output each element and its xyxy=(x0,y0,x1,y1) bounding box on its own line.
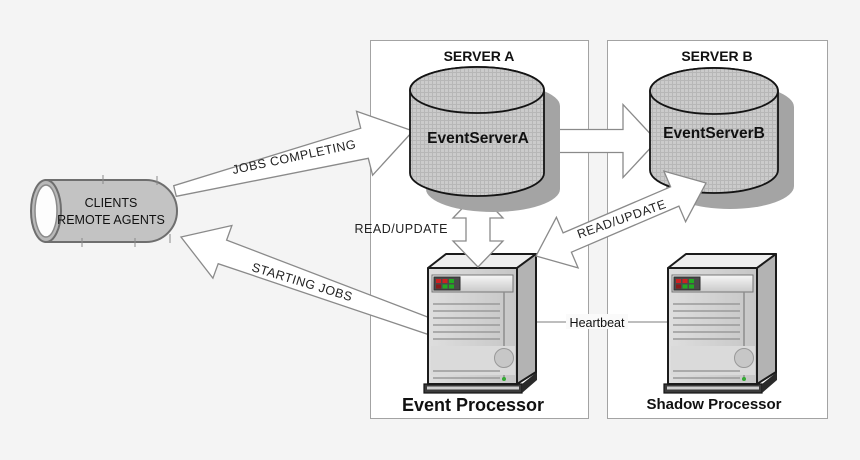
eventserverb-database-icon: EventServerB xyxy=(649,67,794,209)
eventservera-top xyxy=(409,66,545,114)
read-update-a-label: READ/UPDATE xyxy=(355,222,448,236)
server-a-title: SERVER A xyxy=(444,48,515,64)
shadow-processor-label: Shadow Processor xyxy=(646,396,781,413)
server-b-title: SERVER B xyxy=(681,48,752,64)
clients-cylinder-icon: CLIENTS REMOTE AGENTS xyxy=(30,175,179,247)
eventserverb-label: EventServerB xyxy=(663,125,765,142)
shadow-processor-tower-icon xyxy=(663,253,778,394)
event-processor-label: Event Processor xyxy=(402,395,544,415)
event-processor-tower-icon xyxy=(423,253,538,394)
heartbeat-label: Heartbeat xyxy=(570,316,625,330)
clients-body xyxy=(45,179,179,243)
starting-jobs-arrow xyxy=(179,224,438,337)
jobs-completing-arrow xyxy=(172,110,415,198)
clients-tick-marks xyxy=(81,175,171,247)
clients-end-face xyxy=(34,184,58,238)
eventserverb-top xyxy=(649,67,779,115)
read-update-b-arrow xyxy=(535,170,707,269)
clients-label-line2: REMOTE AGENTS xyxy=(57,213,165,227)
heartbeat-label-bg xyxy=(566,314,628,329)
clients-label-line1: CLIENTS xyxy=(85,196,138,210)
eventservera-database-icon: EventServerA xyxy=(409,66,560,212)
eventservera-label: EventServerA xyxy=(427,130,529,147)
